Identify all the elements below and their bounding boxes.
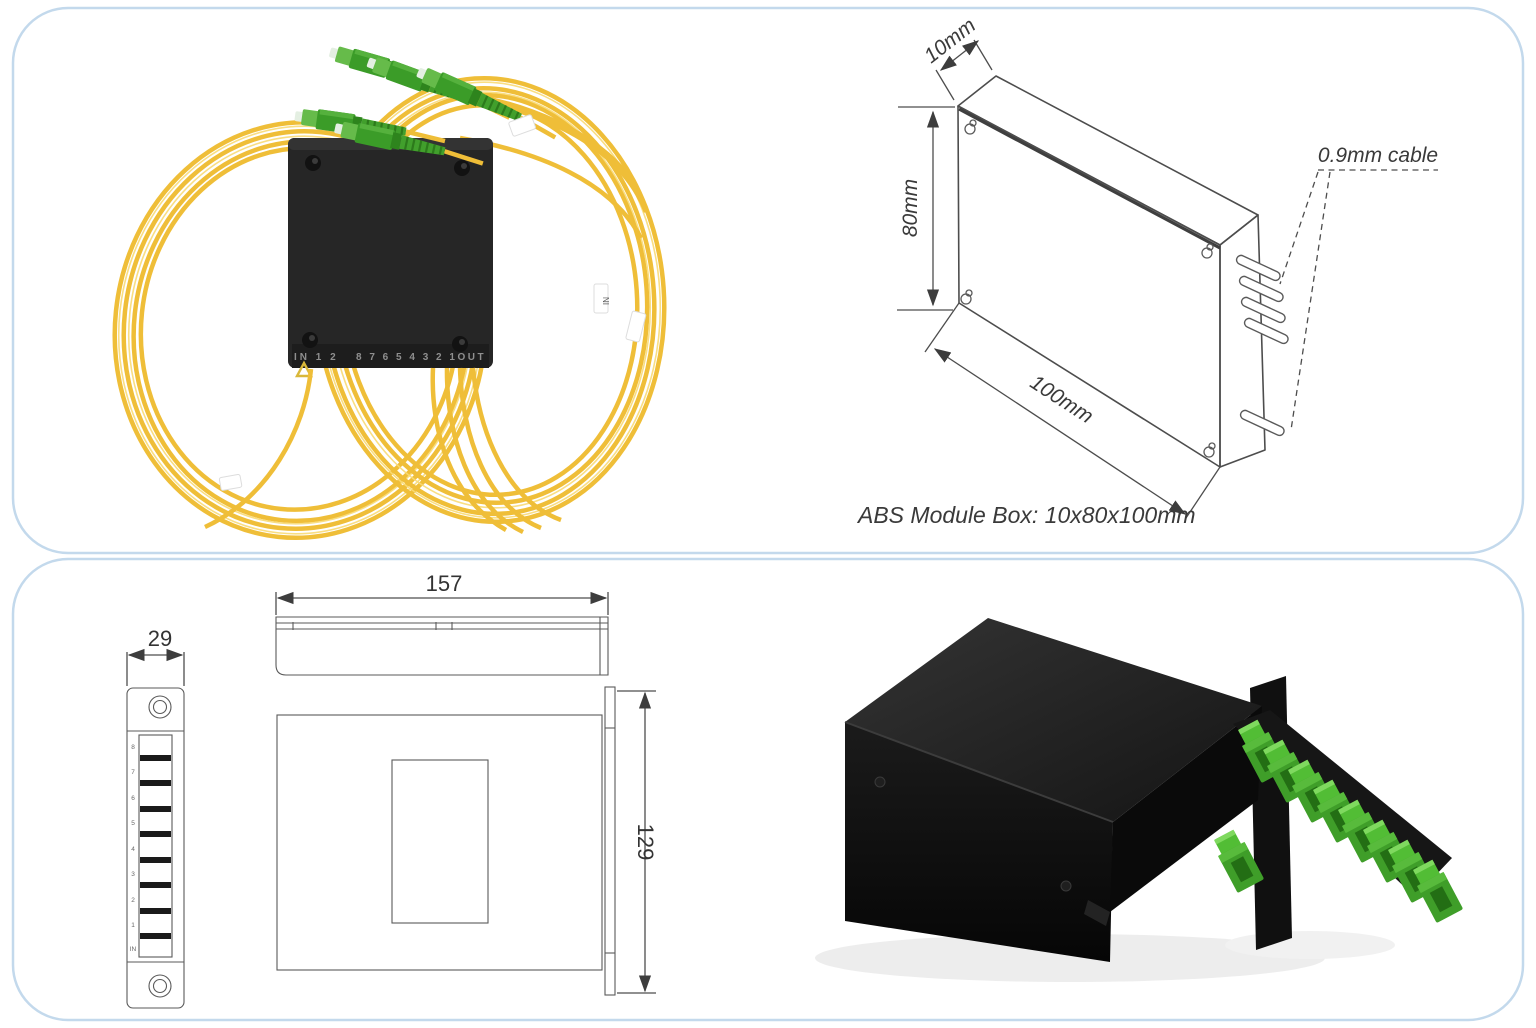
faceplate-screw-hole	[148, 695, 172, 719]
dimension-29: 29	[126, 626, 185, 686]
faceplate-view: 8 7 6 5 4 3 2 1 IN	[126, 687, 185, 1009]
side-view	[275, 616, 609, 676]
cable-tag	[508, 114, 536, 137]
mounting-flange	[604, 686, 616, 996]
adapter-slots	[140, 755, 171, 939]
svg-text:IN: IN	[130, 946, 137, 953]
dim-height-label: 80mm	[899, 179, 922, 237]
case-screw	[874, 776, 886, 788]
box-exit-cables	[204, 367, 562, 535]
svg-text:2: 2	[131, 897, 135, 904]
dim-front-width-label: 157	[426, 571, 463, 596]
lgx-box-top	[845, 618, 1262, 822]
dim-height-label: 129	[633, 824, 658, 861]
dimension-80mm: 80mm	[897, 106, 955, 311]
abs-splitter-photo: IN 1 2 8 7 6 5 4 3 2 1OUT IN	[112, 42, 667, 541]
cable-tag	[625, 310, 647, 343]
lgx-dimension-drawing: 8 7 6 5 4 3 2 1 IN 29	[126, 571, 658, 1009]
svg-text:1: 1	[131, 922, 135, 929]
svg-text:6: 6	[131, 795, 135, 802]
cable-callout: 0.9mm cable	[1279, 144, 1438, 431]
cable-tags: IN	[218, 114, 647, 491]
faceplate-screw-hole	[148, 974, 172, 998]
abs-box-outline	[957, 75, 1266, 468]
svg-text:8: 8	[131, 744, 135, 751]
svg-text:4: 4	[131, 846, 135, 853]
front-cutout	[391, 759, 489, 924]
laser-warning-triangle-icon	[294, 360, 314, 378]
box-marking-out: 8 7 6 5 4 3 2 1OUT	[356, 352, 486, 363]
top-panel	[11, 6, 1525, 555]
dimension-157: 157	[275, 571, 609, 615]
lgx-box-front	[845, 722, 1113, 962]
cable-tag	[218, 473, 243, 491]
lgx-box-right	[1110, 706, 1262, 912]
cable-callout-label: 0.9mm cable	[1318, 144, 1438, 167]
lgx-cassette-photo	[815, 618, 1464, 982]
svg-text:5: 5	[131, 820, 135, 827]
case-screw	[1060, 880, 1072, 892]
box-screws	[960, 119, 1216, 458]
adapter-slot-column	[138, 734, 173, 958]
cable-tag-in	[593, 283, 609, 314]
abs-diagram-caption: ABS Module Box: 10x80x100mm	[856, 502, 1196, 528]
latch	[1084, 900, 1110, 926]
shadow	[815, 934, 1325, 982]
dim-side-width-label: 29	[148, 626, 172, 651]
shadow	[1225, 931, 1395, 959]
front-view	[276, 686, 616, 996]
abs-splitter-box: IN 1 2 8 7 6 5 4 3 2 1OUT	[288, 138, 493, 378]
svg-text:3: 3	[131, 871, 135, 878]
cable-tag-in-label: IN	[602, 297, 611, 305]
box-marking-in: IN 1 2	[294, 352, 339, 363]
svg-text:7: 7	[131, 769, 135, 776]
cable-stubs	[1235, 254, 1289, 437]
port-numbers: 8 7 6 5 4 3 2 1 IN	[130, 744, 137, 953]
dimension-129: 129	[617, 690, 658, 994]
